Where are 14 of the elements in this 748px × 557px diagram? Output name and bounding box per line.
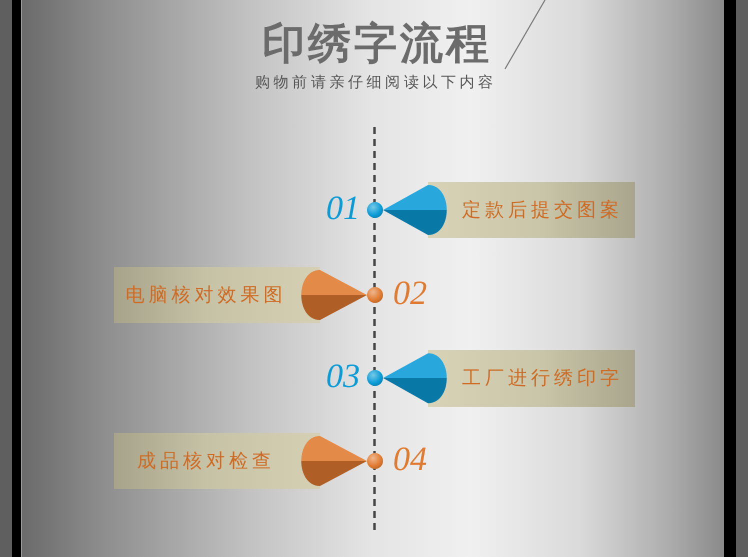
pointer-arrow xyxy=(301,436,367,486)
diagram-title: 印绣字流程 xyxy=(262,22,492,68)
pointer-arrow xyxy=(383,353,447,404)
step-number: 03 xyxy=(326,360,360,394)
step-text: 工厂进行绣印字 xyxy=(462,367,623,390)
subtitle: 购物前请亲仔细阅读以下内容 xyxy=(255,73,497,91)
step-number: 01 xyxy=(326,192,360,226)
pointer-arrow xyxy=(301,270,367,320)
step-text: 电脑核对效果图 xyxy=(126,284,286,306)
step-text: 定款后提交图案 xyxy=(462,198,623,222)
pointer-arrow xyxy=(383,185,447,235)
step-number: 04 xyxy=(393,443,427,477)
step-text: 成品核对检查 xyxy=(137,450,275,472)
step-number: 02 xyxy=(393,277,427,311)
